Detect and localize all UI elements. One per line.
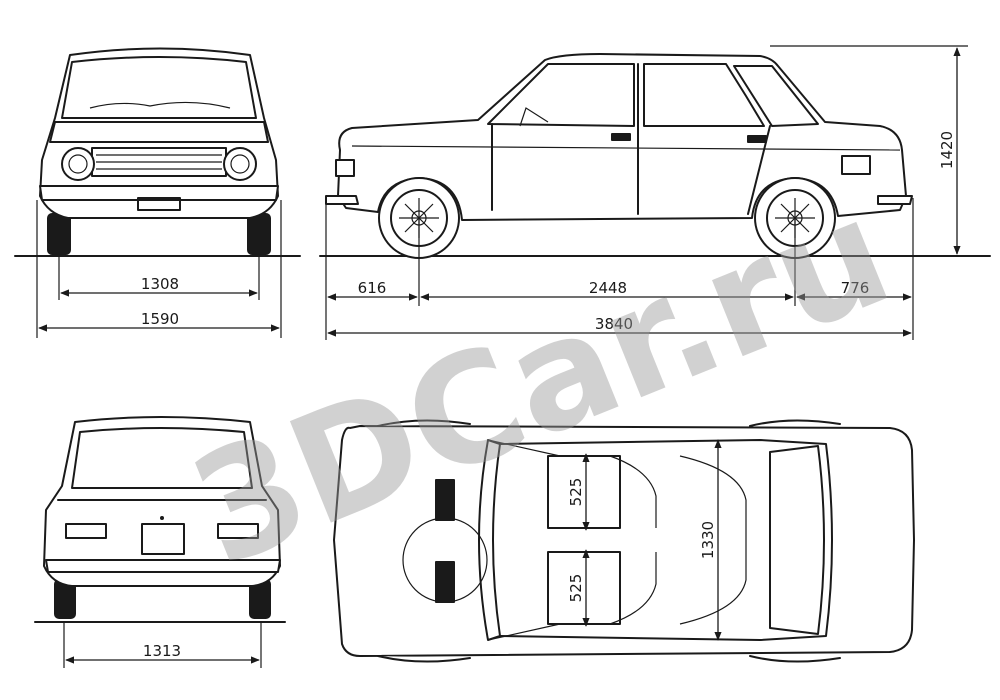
dim-label-rear-track: 1313 [143,642,181,660]
front-hood [49,121,269,143]
front-seat-left [547,455,621,529]
rear-bumper [45,559,281,573]
rear-plate [141,523,185,555]
front-plate [137,197,181,211]
rear-door-handle [747,135,767,143]
rear-window [71,427,253,489]
front-door-handle [611,133,631,141]
dim-label-overall-width: 1590 [141,310,179,328]
side-quarter-window [733,65,819,127]
dim-label-seat-rear: 525 [567,574,585,603]
side-front-bumper [325,195,359,205]
top-front-right-wheel-arch [377,655,471,663]
rear-view: 1313 [34,416,286,668]
front-bumper [39,185,279,201]
side-mirror-icon [519,107,549,127]
dim-label-wheelbase: 2448 [589,279,627,297]
top-view: 525 525 1330 [333,419,915,663]
rear-bench [679,455,747,625]
top-front-left-wheel-arch [377,419,471,427]
rear-left-light [65,523,107,539]
side-rear-bumper [877,195,913,205]
dim-label-interior-width: 1330 [699,521,717,559]
dim-label-overall-length: 3840 [595,315,633,333]
side-rear-light [841,155,871,175]
side-rear-window-door [643,63,765,127]
top-rear-window [769,445,825,635]
front-right-tyre [247,213,271,255]
wiper-shape [89,101,231,109]
headlight-right-icon [223,147,257,181]
front-left-tyre [47,213,71,255]
top-rear-right-wheel-arch [749,655,841,663]
dim-label-seat-front: 525 [567,478,585,507]
front-seat-right [547,551,621,625]
headlight-left-icon [61,147,95,181]
side-view: 616 2448 776 3840 1420 [319,45,991,340]
side-front-window [487,63,635,127]
dim-label-overall-height: 1420 [938,131,956,169]
top-rear-left-wheel-arch [749,419,841,427]
dim-label-rear-overhang: 776 [841,279,870,297]
top-windshield [478,439,501,641]
top-cabin [499,439,833,641]
side-front-light [335,159,355,177]
front-view: 1308 1590 [14,47,301,338]
rear-right-light [217,523,259,539]
front-windshield [61,56,257,119]
dim-label-front-track: 1308 [141,275,179,293]
dim-label-front-overhang: 616 [358,279,387,297]
